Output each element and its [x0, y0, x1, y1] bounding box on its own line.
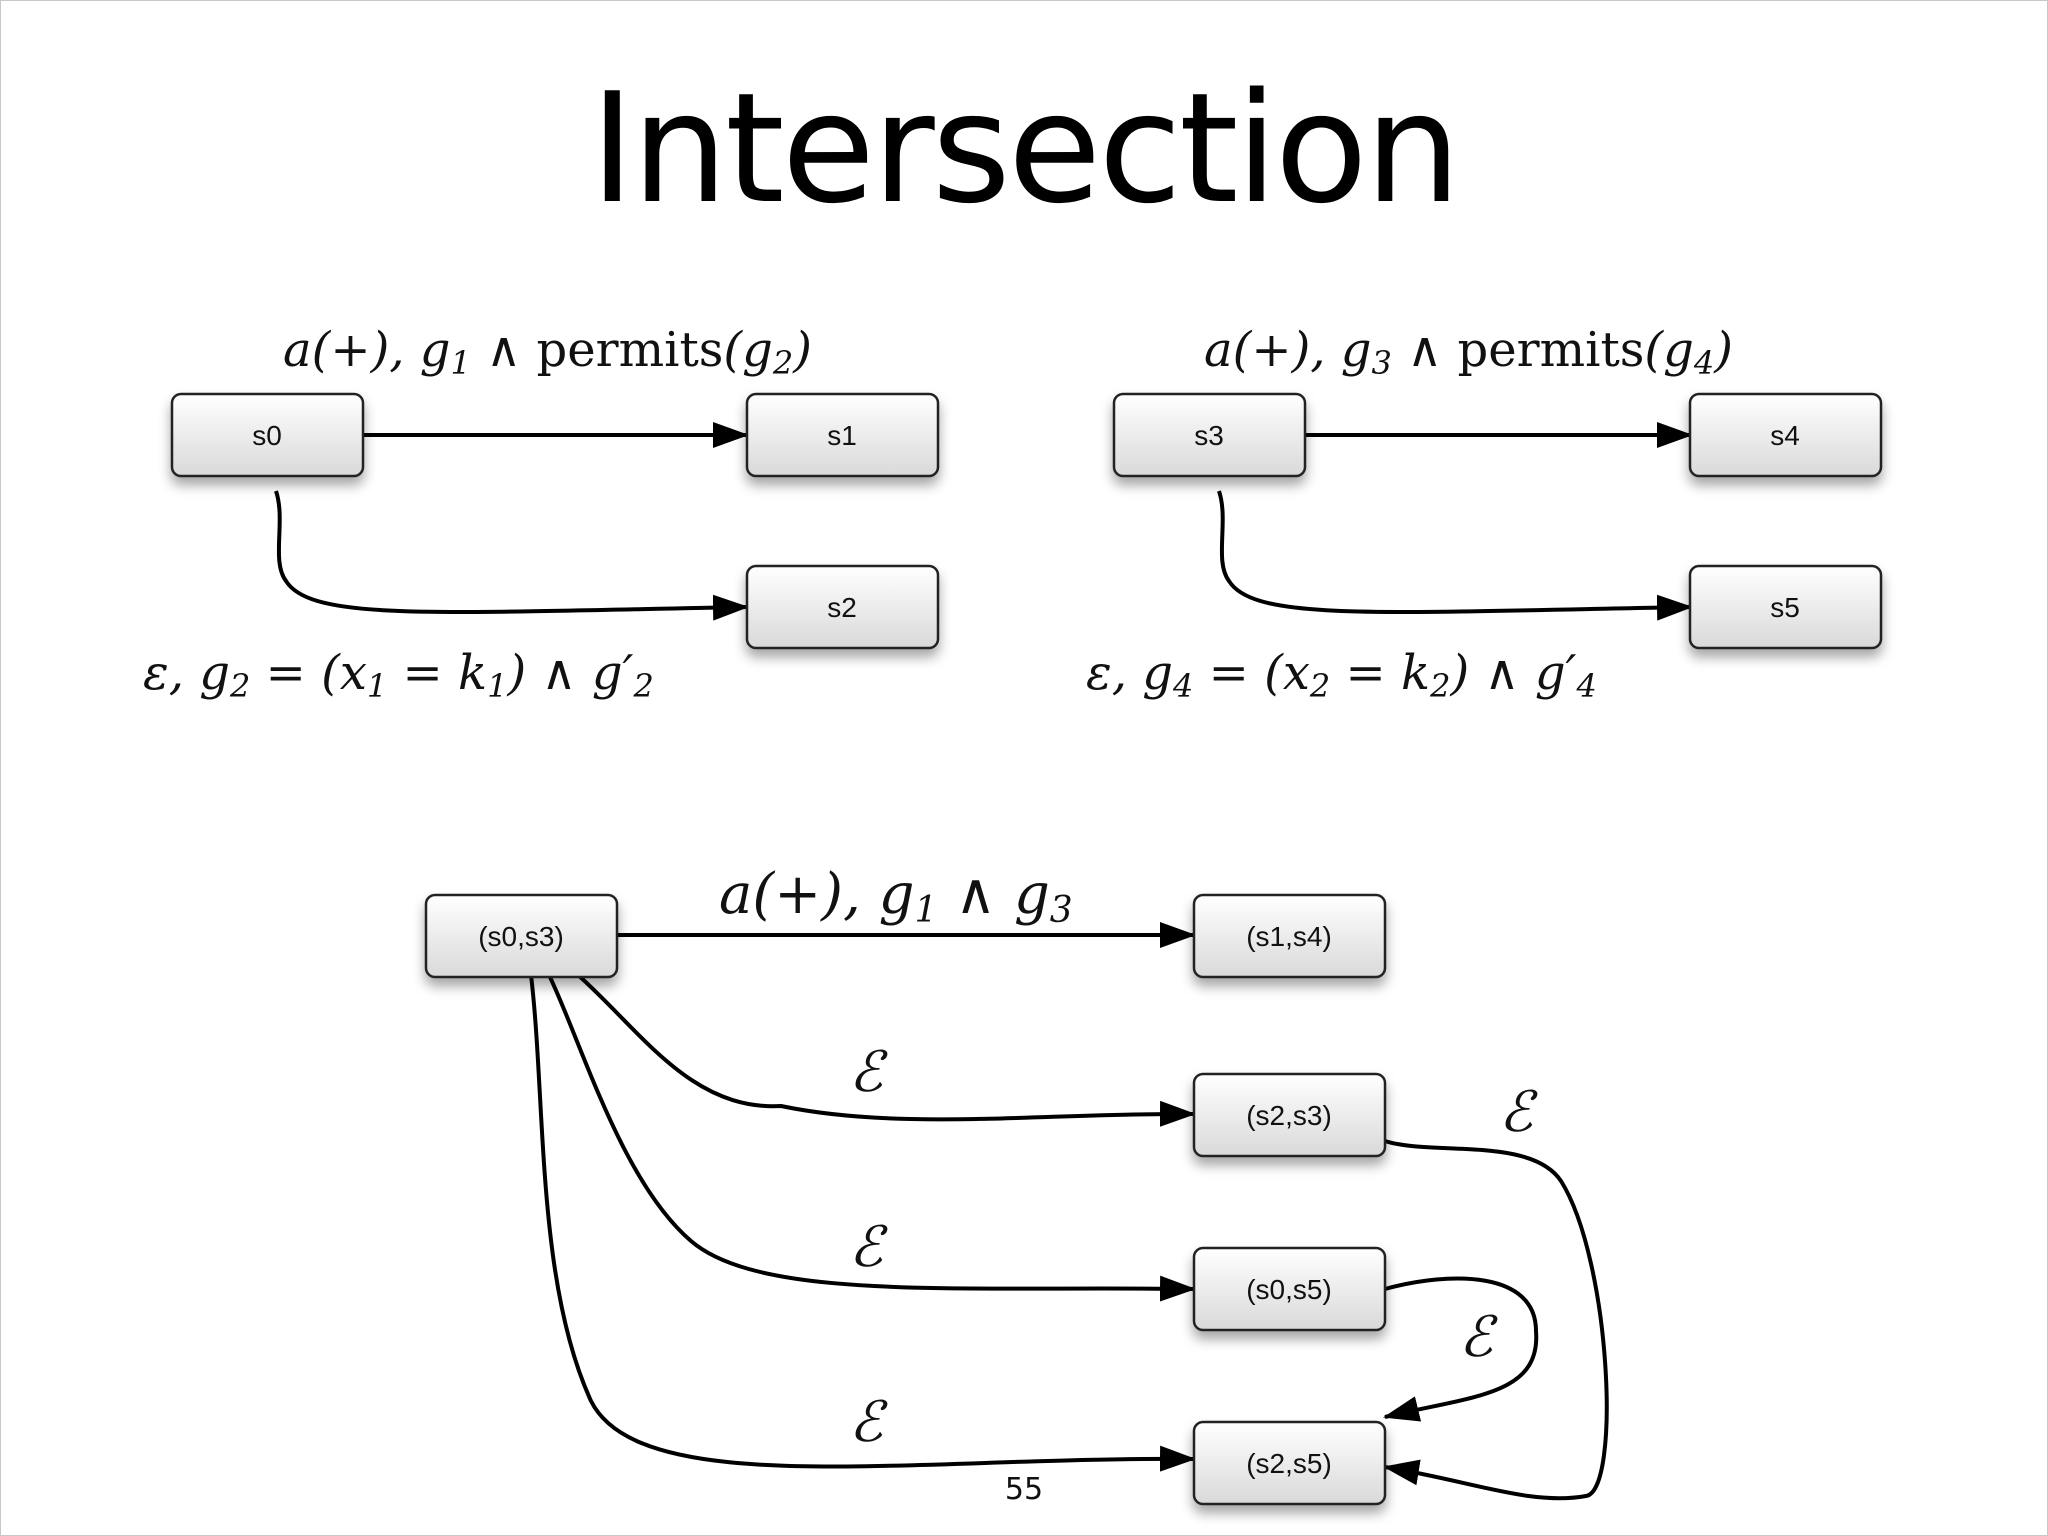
edge-s0s5-s2s5 [1383, 1276, 1539, 1422]
edge-s3-s5 [1217, 490, 1693, 621]
node-label: (s0,s3) [478, 921, 564, 952]
node-label: (s1,s4) [1246, 921, 1332, 952]
edge-s2s3-s2s5 [1383, 1139, 1609, 1501]
edge-s0-s2 [274, 490, 749, 621]
node-s2-s3[interactable]: (s2,s3) [1192, 1072, 1387, 1158]
node-s1-s4[interactable]: (s1,s4) [1192, 893, 1387, 979]
edge-label-s3-s5: ε, g4 = (x2 = k2) ∧ g′4 [1086, 645, 1597, 705]
node-label: (s2,s3) [1246, 1100, 1332, 1131]
node-label: s5 [1770, 592, 1800, 623]
node-s5[interactable]: s5 [1688, 564, 1883, 650]
epsilon-label-4: ℰ [1499, 1080, 1538, 1145]
epsilon-label-5: ℰ [1459, 1305, 1498, 1370]
node-label: s0 [252, 420, 282, 451]
node-label: (s0,s5) [1246, 1274, 1332, 1305]
node-s3[interactable]: s3 [1112, 392, 1307, 478]
page-number: 55 [1005, 1472, 1043, 1507]
node-label: (s2,s5) [1246, 1448, 1332, 1479]
node-s0[interactable]: s0 [170, 392, 365, 478]
node-label: s2 [827, 592, 857, 623]
edge-label-product-top: a(+), g1 ∧ g3 [719, 862, 1073, 931]
epsilon-label-2: ℰ [849, 1215, 888, 1280]
edge-label-s3-s4: a(+), g3 ∧ permits(g4) [1204, 322, 1733, 382]
edge-s0s3-s0s5 [547, 974, 1196, 1302]
node-s0-s3[interactable]: (s0,s3) [424, 893, 619, 979]
node-s4[interactable]: s4 [1688, 392, 1883, 478]
epsilon-label-1: ℰ [849, 1040, 888, 1105]
node-label: s3 [1194, 420, 1224, 451]
node-s2-s5[interactable]: (s2,s5) [1192, 1420, 1387, 1506]
edge-s0s3-s2s5 [529, 974, 1196, 1472]
edge-label-s0-s2: ε, g2 = (x1 = k1) ∧ g′2 [143, 645, 654, 705]
edge-label-s0-s1: a(+), g1 ∧ permits(g2) [283, 322, 812, 382]
slide-title: Intersection [590, 60, 1458, 237]
node-s2[interactable]: s2 [745, 564, 940, 650]
node-label: s4 [1770, 420, 1800, 451]
node-s1[interactable]: s1 [745, 392, 940, 478]
node-label: s1 [827, 420, 857, 451]
node-s0-s5[interactable]: (s0,s5) [1192, 1246, 1387, 1332]
edge-s0s3-s2s3 [576, 973, 1196, 1127]
epsilon-label-3: ℰ [849, 1390, 888, 1455]
